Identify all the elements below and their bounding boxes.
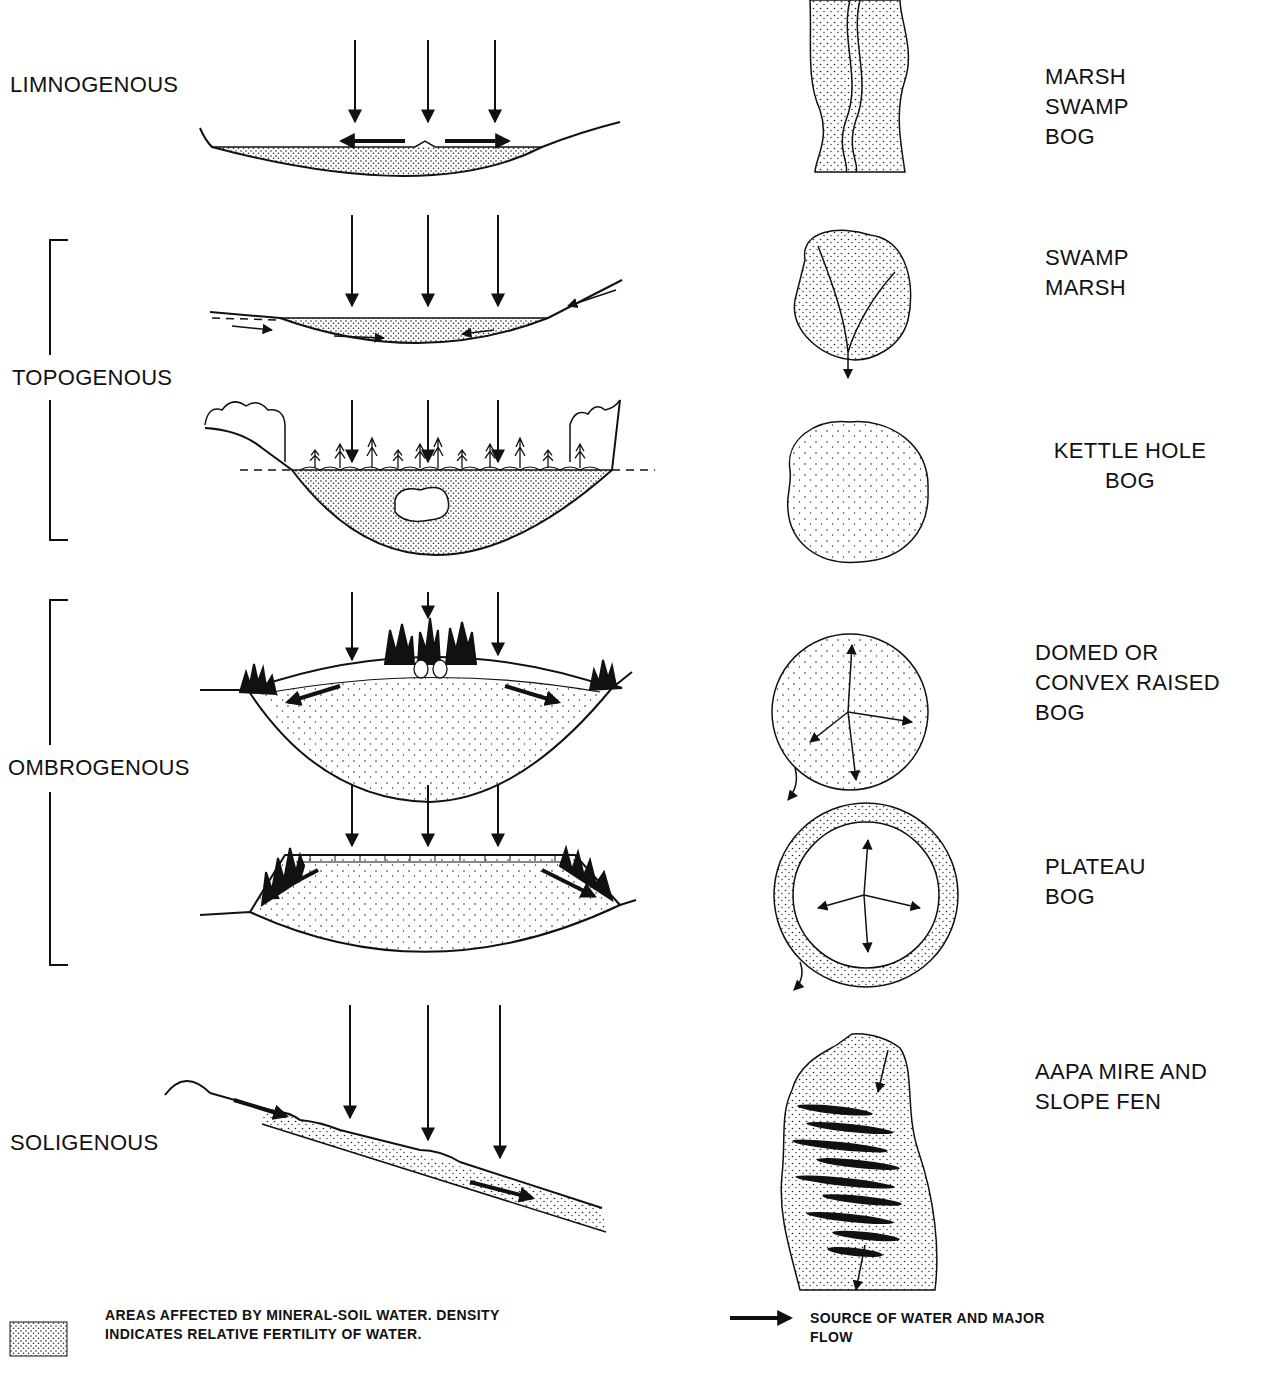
label-text: SWAMP MARSH <box>1045 245 1129 300</box>
label-text: PLATEAU BOG <box>1045 854 1146 909</box>
legend-entry: AREAS AFFECTED BY MINERAL-SOIL WATER. DE… <box>105 1306 505 1344</box>
label-text: AAPA MIRE AND SLOPE FEN <box>1035 1059 1207 1114</box>
label-text: DOMED OR CONVEX RAISED BOG <box>1035 640 1220 725</box>
label-text: KETTLE HOLE BOG <box>1054 438 1206 493</box>
wetland-type-label: SWAMP MARSH <box>1045 243 1128 303</box>
wetland-type-label: AAPA MIRE AND SLOPE FEN <box>1035 1057 1235 1117</box>
wetland-type-label: DOMED OR CONVEX RAISED BOG <box>1035 638 1235 728</box>
legend-text: SOURCE OF WATER AND MAJOR FLOW <box>810 1310 1045 1345</box>
class-label: OMBROGENOUS <box>8 753 190 783</box>
wetland-type-label: MARSH SWAMP BOG <box>1045 62 1128 152</box>
label-text: LIMNOGENOUS <box>10 72 178 97</box>
legend-entry: SOURCE OF WATER AND MAJOR FLOW <box>810 1309 1070 1347</box>
class-label: SOLIGENOUS <box>10 1128 158 1158</box>
wetland-type-label: PLATEAU BOG <box>1045 852 1146 912</box>
legend-text: AREAS AFFECTED BY MINERAL-SOIL WATER. DE… <box>105 1307 500 1342</box>
label-text: OMBROGENOUS <box>8 755 190 780</box>
label-text: SOLIGENOUS <box>10 1130 158 1155</box>
cross-sections <box>10 0 958 1356</box>
label-text: MARSH SWAMP BOG <box>1045 64 1129 149</box>
class-label: LIMNOGENOUS <box>10 70 178 100</box>
label-text: TOPOGENOUS <box>12 365 172 390</box>
wetland-type-label: KETTLE HOLE BOG <box>1030 436 1230 496</box>
class-label: TOPOGENOUS <box>12 363 172 393</box>
